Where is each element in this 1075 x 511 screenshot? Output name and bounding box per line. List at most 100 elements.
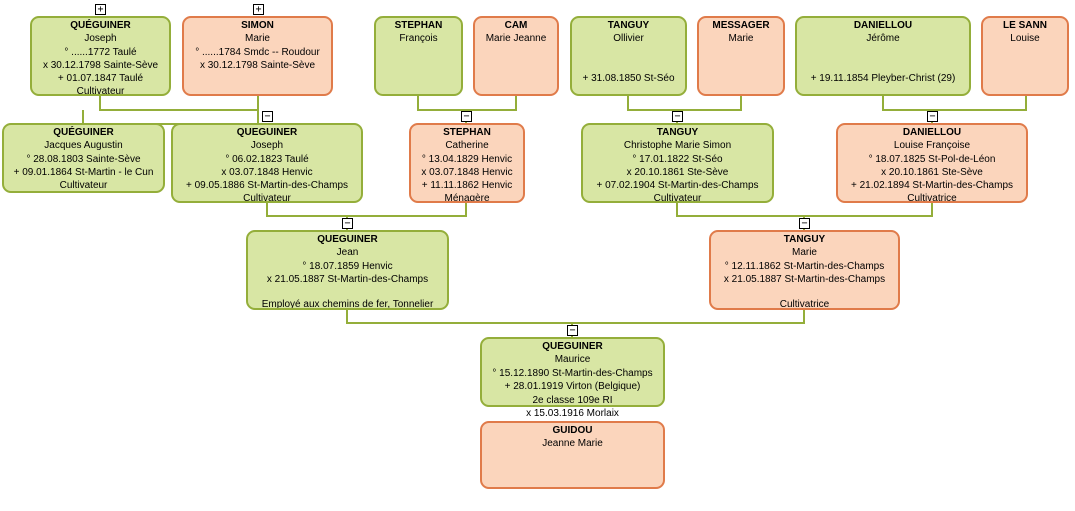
collapse-toggle-icon[interactable]: − (567, 325, 578, 336)
person-occupation: Cultivatrice (779, 299, 830, 310)
person-detail: ° 18.07.1825 St-Pol-de-Léon (868, 153, 996, 165)
person-detail: Cultivatrice (907, 193, 957, 203)
person-surname: QUEGUINER (317, 234, 378, 245)
person-surname: QUEGUINER (236, 127, 298, 138)
person-detail (797, 46, 969, 59)
person-detail (797, 59, 969, 72)
person-detail: Jeanne Marie (542, 438, 603, 450)
collapse-toggle-icon[interactable]: − (799, 218, 810, 229)
person-detail: Jérôme (866, 33, 900, 45)
person-detail (572, 59, 685, 72)
person-detail: Joseph (250, 140, 284, 152)
person-surname: TANGUY (783, 234, 826, 245)
collapse-toggle-icon[interactable]: − (262, 111, 273, 122)
person-surname: MESSAGER (712, 20, 770, 31)
connector-queguiner-simon-children (82, 110, 259, 125)
person-detail: x 20.10.1861 Ste-Sève (626, 166, 729, 178)
person-detail: ° 12.11.1862 St-Martin-des-Champs (724, 260, 885, 272)
person-detail: Joseph (84, 33, 117, 45)
expand-toggle-icon[interactable]: + (95, 4, 106, 15)
person-card[interactable]: QUEGUINER Jean ° 18.07.1859 Henvic x 21.… (246, 230, 449, 310)
person-occupation: 2e classe 109e RI (532, 395, 613, 406)
person-card[interactable]: QUEGUINER Joseph ° 06.02.1823 Taulé x 03… (171, 123, 363, 203)
person-detail: Cultivateur (243, 193, 291, 203)
person-card[interactable]: DANIELLOU Louise Françoise ° 18.07.1825 … (836, 123, 1028, 203)
person-surname: STEPHAN (443, 127, 491, 138)
person-detail: x 03.07.1848 Henvic (221, 166, 313, 178)
person-detail: ° 28.08.1803 Sainte-Sève (26, 153, 141, 165)
person-surname: TANGUY (656, 127, 699, 138)
person-card[interactable]: TANGUY Marie ° 12.11.1862 St-Martin-des-… (709, 230, 900, 310)
person-detail: + 11.11.1862 Henvic (421, 180, 513, 192)
person-occupation: Employé aux chemins de fer, Tonnelier (261, 299, 434, 310)
person-occupation: Cultivateur (59, 180, 108, 191)
connector-jean-marie (346, 310, 805, 324)
person-card[interactable]: TANGUY Christophe Marie Simon ° 17.01.18… (581, 123, 774, 203)
connector-stephan-cam (417, 96, 517, 111)
collapse-toggle-icon[interactable]: − (927, 111, 938, 122)
person-detail: + 19.11.1854 Pleyber-Christ (29) (810, 73, 956, 85)
person-surname: STEPHAN (394, 20, 443, 31)
person-detail: ° 18.07.1859 Henvic (302, 260, 393, 272)
person-detail: ° 15.12.1890 St-Martin-des-Champs (492, 367, 653, 379)
expand-toggle-icon[interactable]: + (253, 4, 264, 15)
person-detail: x 30.12.1798 Sainte-Sève (199, 59, 316, 71)
person-detail: + 07.02.1904 St-Martin-des-Champs (596, 180, 759, 192)
person-card[interactable]: LE SANN Louise (981, 16, 1069, 96)
person-card[interactable]: DANIELLOU Jérôme + 19.11.1854 Pleyber-Ch… (795, 16, 971, 96)
connector-queguiner-simon (99, 96, 259, 111)
person-surname: DANIELLOU (902, 127, 962, 138)
connector-tanguy-messager (627, 96, 742, 111)
person-surname: TANGUY (607, 20, 650, 31)
person-detail: Cultivateur (653, 193, 702, 203)
collapse-toggle-icon[interactable]: − (342, 218, 353, 229)
person-detail: Jacques Augustin (44, 140, 123, 152)
person-detail: x 20.10.1861 Ste-Sève (881, 166, 983, 178)
person-detail (572, 46, 685, 59)
person-detail: Ménagère (444, 193, 490, 203)
person-detail: Ollivier (613, 33, 644, 45)
person-detail: + 21.02.1894 St-Martin-des-Champs (850, 180, 1014, 192)
person-detail: François (399, 33, 438, 45)
person-surname: QUEGUINER (542, 341, 603, 352)
person-detail: x 21.05.1887 St-Martin-des-Champs (723, 273, 886, 285)
person-surname: DANIELLOU (853, 20, 913, 31)
person-card[interactable]: SIMON Marie ° ......1784 Smdc -- Roudour… (182, 16, 333, 96)
person-card[interactable]: STEPHAN Catherine ° 13.04.1829 Henvic x … (409, 123, 525, 203)
person-surname: SIMON (241, 20, 274, 31)
person-detail: Jean (336, 247, 359, 259)
person-detail: ° 17.01.1822 St-Séo (632, 153, 723, 165)
person-detail: ° 13.04.1829 Henvic (421, 153, 513, 165)
person-detail: x 03.07.1848 Henvic (421, 166, 513, 178)
connector-queguiner-stephan (266, 203, 467, 217)
person-detail: Catherine (445, 140, 489, 152)
person-detail: Maurice (554, 354, 591, 366)
person-detail: Marie Jeanne (485, 33, 547, 45)
collapse-toggle-icon[interactable]: − (672, 111, 683, 122)
person-surname: CAM (504, 20, 528, 31)
person-detail: Christophe Marie Simon (623, 140, 732, 152)
person-detail: x 30.12.1798 Sainte-Sève (42, 59, 159, 71)
person-detail: + 09.01.1864 St-Martin - le Cun (13, 166, 154, 178)
person-detail: ° ......1784 Smdc -- Roudour (195, 46, 320, 58)
person-card[interactable]: CAM Marie Jeanne (473, 16, 559, 96)
person-card[interactable]: QUÉGUINER Joseph ° ......1772 Taulé x 30… (30, 16, 171, 96)
person-card[interactable]: MESSAGER Marie (697, 16, 785, 96)
person-card[interactable]: QUEGUINER Maurice ° 15.12.1890 St-Martin… (480, 337, 665, 407)
collapse-toggle-icon[interactable]: − (461, 111, 472, 122)
person-detail: + 01.07.1847 Taulé (57, 73, 144, 85)
person-surname: GUIDOU (552, 425, 593, 436)
connector-daniellou-lesann (882, 96, 1027, 111)
person-card[interactable]: STEPHAN François (374, 16, 463, 96)
person-surname: QUÉGUINER (53, 127, 114, 138)
person-card[interactable]: TANGUY Ollivier + 31.08.1850 St-Séo (570, 16, 687, 96)
person-detail: x 21.05.1887 St-Martin-des-Champs (266, 273, 429, 285)
person-detail: + 31.08.1850 St-Séo (582, 73, 675, 85)
person-card[interactable]: QUÉGUINER Jacques Augustin ° 28.08.1803 … (2, 123, 165, 193)
person-card[interactable]: GUIDOU Jeanne Marie (480, 421, 665, 489)
person-detail: Marie (791, 247, 817, 259)
person-detail: + 09.05.1886 St-Martin-des-Champs (185, 180, 349, 192)
person-detail: Louise (1010, 33, 1040, 45)
person-detail: Marie (728, 33, 754, 45)
person-surname: QUÉGUINER (70, 20, 131, 31)
